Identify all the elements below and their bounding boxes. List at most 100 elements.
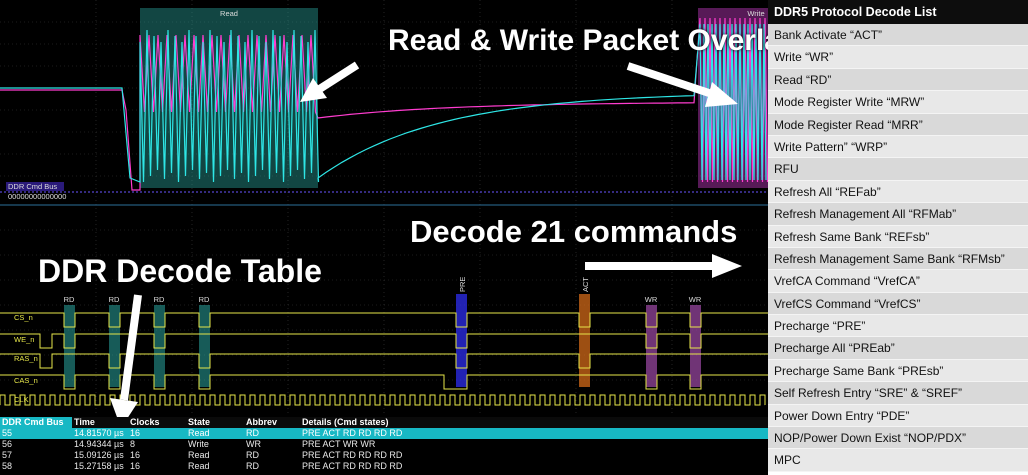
scope-canvas: Read Write DDR Cmd Bus 00000000000000 RD… xyxy=(0,0,768,428)
overlay-callout: Read & Write Packet Overlay xyxy=(388,24,768,57)
arrow-head-list xyxy=(712,254,742,278)
row-details: PRE ACT RD RD RD RD xyxy=(302,450,403,460)
row-index: 56 xyxy=(2,439,13,449)
we-n-waveform xyxy=(0,333,768,349)
write-overlay-label: Write xyxy=(747,9,764,18)
row-clocks: 8 xyxy=(130,439,136,449)
list-item[interactable]: MPC xyxy=(768,449,1028,472)
command-label-act: ACT xyxy=(581,277,590,292)
header-abbrev[interactable]: Abbrev xyxy=(246,417,278,427)
cs-n-waveform xyxy=(0,312,768,328)
signal-label-cs-n: CS_n xyxy=(14,313,33,322)
list-item[interactable]: Power Down Entry “PDE” xyxy=(768,404,1028,428)
decode-table-callout: DDR Decode Table xyxy=(38,253,322,289)
cas-n-waveform xyxy=(0,374,768,390)
command-label-wr-2: WR xyxy=(689,295,702,304)
command-band-wr-1[interactable] xyxy=(646,305,657,387)
row-index: 58 xyxy=(2,461,13,471)
row-details: PRE ACT WR WR xyxy=(302,439,376,449)
list-item[interactable]: Mode Register Write “MRW” xyxy=(768,91,1028,114)
row-clocks: 16 xyxy=(130,461,141,471)
header-details[interactable]: Details (Cmd states) xyxy=(302,417,389,427)
command-band-rd-3[interactable] xyxy=(154,305,165,387)
row-details: PRE ACT RD RD RD RD xyxy=(302,461,403,471)
list-item[interactable]: Refresh All “REFab” xyxy=(768,180,1028,204)
arrow-head-read xyxy=(300,78,327,102)
table-row[interactable]: 57 15.09126 µs 16 Read RD PRE ACT RD RD … xyxy=(0,450,768,461)
row-abbrev: RD xyxy=(246,461,259,471)
command-label-rd-3: RD xyxy=(154,295,165,304)
arrow-to-table xyxy=(120,294,142,401)
command-band-act[interactable] xyxy=(579,294,590,387)
row-time: 14.94344 µs xyxy=(74,439,124,449)
cmd-bus-value: 00000000000000 xyxy=(8,192,66,201)
decode-table-header: DDR Cmd Bus Time Clocks State Abbrev Det… xyxy=(0,417,768,428)
cmd-bus-label: DDR Cmd Bus xyxy=(8,182,57,191)
row-state: Write xyxy=(188,439,209,449)
cmd-bus-tag xyxy=(6,182,64,191)
row-state: Read xyxy=(188,428,210,438)
row-state: Read xyxy=(188,450,210,460)
row-time: 15.27158 µs xyxy=(74,461,124,471)
command-band-rd-4[interactable] xyxy=(199,305,210,387)
list-item[interactable]: Write “WR” xyxy=(768,46,1028,69)
header-time[interactable]: Time xyxy=(74,417,95,427)
callout-arrows xyxy=(110,61,742,428)
command-label-pre: PRE xyxy=(458,277,467,292)
ras-n-waveform xyxy=(0,353,768,369)
decode-list-title: DDR5 Protocol Decode List xyxy=(768,0,1028,24)
row-time: 14.81570 µs xyxy=(74,428,124,438)
list-item[interactable]: VrefCA Command “VrefCA” xyxy=(768,270,1028,293)
command-band-pre[interactable] xyxy=(456,294,467,387)
list-item[interactable]: NOP/Power Down Exist “NOP/PDX” xyxy=(768,427,1028,450)
table-row[interactable]: 56 14.94344 µs 8 Write WR PRE ACT WR WR xyxy=(0,439,768,450)
decode-table: DDR Cmd Bus Time Clocks State Abbrev Det… xyxy=(0,417,768,475)
command-band-rd-2[interactable] xyxy=(109,305,120,387)
decode-list: Bank Activate “ACT” Write “WR” Read “RD”… xyxy=(768,24,1028,472)
header-cmd-bus[interactable]: DDR Cmd Bus xyxy=(0,417,72,428)
cyan-trace xyxy=(0,23,767,183)
list-item[interactable]: Precharge Same Bank “PREsb” xyxy=(768,359,1028,383)
header-clocks[interactable]: Clocks xyxy=(130,417,160,427)
command-band-rd-1[interactable] xyxy=(64,305,75,387)
decode-list-panel: DDR5 Protocol Decode List Bank Activate … xyxy=(768,0,1028,475)
row-state: Read xyxy=(188,461,210,471)
read-overlay-label: Read xyxy=(220,9,238,18)
table-row[interactable]: 55 14.81570 µs 16 Read RD PRE ACT RD RD … xyxy=(0,428,768,439)
list-item[interactable]: Bank Activate “ACT” xyxy=(768,24,1028,47)
header-state[interactable]: State xyxy=(188,417,211,427)
row-time: 15.09126 µs xyxy=(74,450,124,460)
row-details: PRE ACT RD RD RD RD xyxy=(302,428,403,438)
lower-grid xyxy=(0,208,768,415)
list-item[interactable]: Self Refresh Entry “SRE” & “SREF” xyxy=(768,382,1028,405)
signal-label-we-n: WE_n xyxy=(14,335,34,344)
arrow-to-read xyxy=(315,61,360,94)
row-index: 55 xyxy=(2,428,13,438)
list-item[interactable]: Precharge “PRE” xyxy=(768,315,1028,338)
list-item[interactable]: Write Pattern” “WRP” xyxy=(768,135,1028,159)
list-item[interactable]: RFU xyxy=(768,158,1028,181)
list-item[interactable]: Mode Register Read “MRR” xyxy=(768,113,1028,136)
row-abbrev: RD xyxy=(246,450,259,460)
command-band-wr-2[interactable] xyxy=(690,305,701,387)
decode-commands-callout: Decode 21 commands xyxy=(410,214,738,249)
arrow-to-write xyxy=(626,62,714,98)
arrow-head-write xyxy=(705,82,738,107)
command-label-rd-1: RD xyxy=(64,295,75,304)
list-item[interactable]: Read “RD” xyxy=(768,68,1028,92)
list-item[interactable]: Refresh Management Same Bank “RFMsb” xyxy=(768,247,1028,271)
list-item[interactable]: Refresh Same Bank “REFsb” xyxy=(768,225,1028,248)
list-item[interactable]: Precharge All “PREab” xyxy=(768,337,1028,360)
row-abbrev: RD xyxy=(246,428,259,438)
table-row[interactable]: 58 15.27158 µs 16 Read RD PRE ACT RD RD … xyxy=(0,461,768,472)
list-item[interactable]: Refresh Management All “RFMab” xyxy=(768,203,1028,226)
list-item[interactable]: VrefCS Command “VrefCS” xyxy=(768,292,1028,316)
row-clocks: 16 xyxy=(130,450,141,460)
signal-label-ras-n: RAS_n xyxy=(14,354,38,363)
signal-label-cas-n: CAS_n xyxy=(14,376,38,385)
row-index: 57 xyxy=(2,450,13,460)
command-label-wr-1: WR xyxy=(645,295,658,304)
arrow-head-table xyxy=(110,398,138,428)
row-abbrev: WR xyxy=(246,439,261,449)
command-label-rd-4: RD xyxy=(199,295,210,304)
